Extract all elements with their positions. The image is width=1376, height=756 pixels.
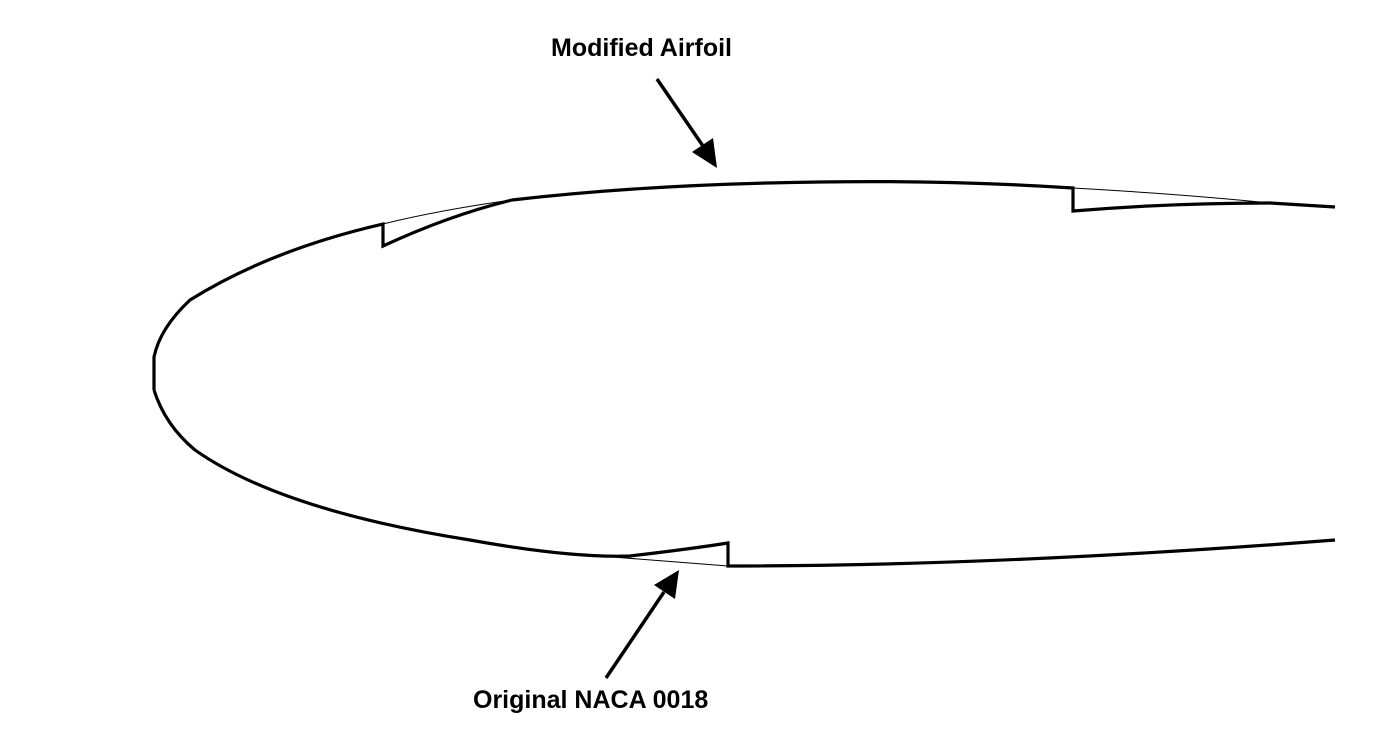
original-upper-rear-segment (1072, 187, 1271, 204)
original-naca-0018-outline (382, 187, 1271, 567)
original-naca-label: Original NACA 0018 (473, 686, 708, 714)
modified-airfoil-outline (152, 180, 1336, 568)
original-naca-arrow (604, 570, 679, 679)
original-upper-front-segment (382, 199, 513, 225)
modified-upper-surface (152, 180, 1336, 390)
modified-lower-surface (152, 389, 1336, 568)
modified-airfoil-label: Modified Airfoil (551, 34, 732, 62)
modified-airfoil-arrow (655, 78, 717, 168)
